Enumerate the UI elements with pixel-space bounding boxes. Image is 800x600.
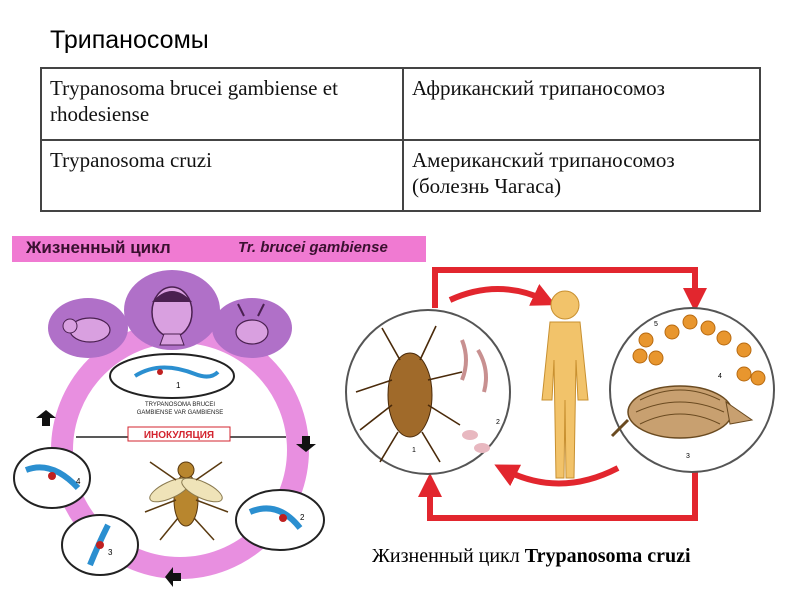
cycle-arrow-icon [165,567,181,587]
cycle-arrow-icon [296,436,316,452]
stage-2-number: 2 [496,419,500,426]
caption-species: Trypanosoma cruzi [524,545,691,567]
human-figure-icon [541,290,589,479]
banner-label: Жизненный цикл [26,238,171,257]
stage-1-number: 1 [176,381,181,390]
species-cell: Trypanosoma brucei gambiense et rhodesie… [40,67,404,141]
table-row: Trypanosoma brucei gambiense et rhodesie… [40,67,761,141]
caption-prefix: Жизненный цикл [372,545,525,567]
tsetse-fly-icon [144,461,229,541]
american-cycle-diagram: 1 2 5 4 3 [345,267,775,521]
bottom-cycle-arrow [418,430,698,521]
human-head-icon [151,286,193,346]
species-cell: Trypanosoma cruzi [40,138,404,212]
stage-5-number: 5 [654,321,658,328]
lower-inner-arrow [494,464,620,487]
stage-3-bubble: 3 [61,514,139,576]
inoculation-label: ИНОКУЛЯЦИЯ [144,430,214,441]
trypomastigote-forms: 2 [460,339,500,453]
african-cycle-diagram: 1 TRYPANOSOMA BRUCEI GAMBIENSE VAR GAMBI… [13,270,325,587]
amastigote-spheres [632,314,766,386]
stage-1-number: 1 [412,447,416,454]
stage-4-bubble: 4 [13,447,91,509]
table-row: Trypanosoma cruzi Американский трипаносо… [40,138,761,212]
stage-2-number: 2 [300,513,305,522]
disease-cell: Американский трипаносомоз (болезнь Чагас… [402,138,761,212]
stage-3-number: 3 [686,453,690,460]
stage-4-number: 4 [718,373,722,380]
disease-cell: Африканский трипаносомоз [402,67,761,141]
kissing-bug-icon: 1 [355,325,463,463]
trypanosome-table: Trypanosoma brucei gambiense et rhodesie… [40,67,761,212]
goat-icon [235,303,269,345]
top-cycle-arrow [432,267,707,312]
ring-text-line2: GAMBIENSE VAR GAMBIENSE [137,410,224,416]
stage-4-number: 4 [76,477,81,486]
page-title: Трипаносомы [50,26,209,54]
life-cycle-banner: Жизненный цикл Tr. brucei gambiense [12,236,426,262]
banner-species: Tr. brucei gambiense [238,239,388,256]
armadillo-icon [610,385,754,439]
stage-2-bubble: 2 [235,489,325,551]
cruzi-caption: Жизненный цикл Trypanosoma cruzi [372,545,691,568]
stage-1-bubble: 1 [109,353,235,399]
ring-text-line1: TRYPANOSOMA BRUCEI [145,402,215,408]
stage-3-number: 3 [108,548,113,557]
cycle-arrow-icon [36,410,56,426]
upper-inner-arrow [448,284,556,306]
inoculation-box [127,426,231,442]
pig-icon [62,317,111,343]
